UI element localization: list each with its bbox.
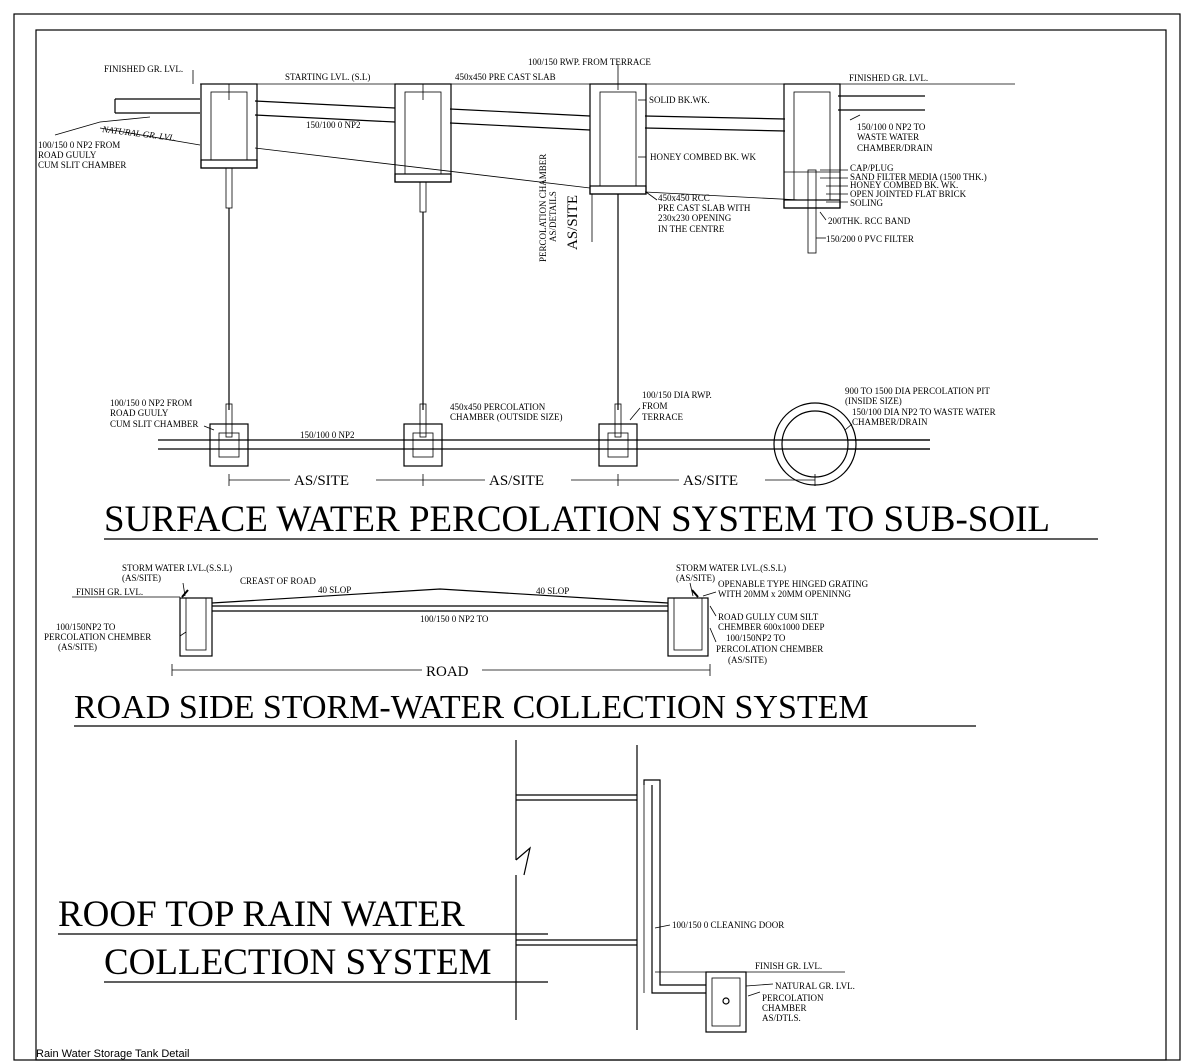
road-np2-left-2: PERCOLATION CHEMBER bbox=[44, 632, 151, 642]
road-dim: ROAD bbox=[426, 664, 469, 680]
roof-labels: 100/150 0 CLEANING DOOR FINISH GR. LVL. … bbox=[672, 920, 855, 1023]
label-waste-1: 150/100 0 NP2 TO bbox=[857, 122, 926, 132]
plan-label-np2-from-2: ROAD GUULY bbox=[110, 408, 169, 418]
label-starting-lvl: STARTING LVL. (S.L) bbox=[285, 72, 370, 82]
road-slop-left: 40 SLOP bbox=[318, 585, 351, 595]
surface-section-drawing bbox=[54, 64, 1015, 410]
road-drawing bbox=[72, 582, 717, 677]
label-rcc-2: PRE CAST SLAB WITH bbox=[658, 203, 751, 213]
label-rwp-terrace: 100/150 RWP. FROM TERRACE bbox=[528, 57, 651, 67]
roof-cleaning-door: 100/150 0 CLEANING DOOR bbox=[672, 920, 784, 930]
label-rcc-1: 450x450 RCC bbox=[658, 193, 710, 203]
label-waste-2: WASTE WATER bbox=[857, 132, 919, 142]
road-labels: STORM WATER LVL.(S.S.L) (AS/SITE) CREAST… bbox=[44, 563, 869, 680]
road-gully-1: ROAD GULLY CUM SILT bbox=[718, 612, 819, 622]
road-np2-left-3: (AS/SITE) bbox=[58, 642, 97, 652]
road-np2-center: 100/150 0 NP2 TO bbox=[420, 614, 489, 624]
inner-border bbox=[35, 29, 1167, 1061]
road-gully-2: CHEMBER 600x1000 DEEP bbox=[718, 622, 825, 632]
road-np2-right-3: (AS/SITE) bbox=[728, 655, 767, 665]
roof-perc-3: AS/DTLS. bbox=[762, 1013, 801, 1023]
plan-label-pit-4: CHAMBER/DRAIN bbox=[852, 417, 928, 427]
plan-label-np2-from-1: 100/150 0 NP2 FROM bbox=[110, 398, 192, 408]
road-crest: CREAST OF ROAD bbox=[240, 576, 316, 586]
surface-plan-drawing bbox=[158, 402, 930, 486]
road-slop-right: 40 SLOP bbox=[536, 586, 569, 596]
road-grating-2: WITH 20MM x 20MM OPENINNG bbox=[718, 589, 851, 599]
road-np2-left-1: 100/150NP2 TO bbox=[56, 622, 116, 632]
plan-label-np2-mid: 150/100 0 NP2 bbox=[300, 430, 355, 440]
road-finish-gr: FINISH GR. LVL. bbox=[76, 587, 143, 597]
surface-section-labels: FINISHED GR. LVL. STARTING LVL. (S.L) 45… bbox=[38, 57, 987, 262]
road-title: ROAD SIDE STORM-WATER COLLECTION SYSTEM bbox=[74, 689, 869, 726]
plan-label-np2-from-3: CUM SLIT CHAMBER bbox=[110, 419, 198, 429]
plan-label-pit-2: (INSIDE SIZE) bbox=[845, 396, 902, 406]
label-np2-mid: 150/100 0 NP2 bbox=[306, 120, 361, 130]
label-perc-chamber-2: AS/DETAILS bbox=[548, 191, 558, 242]
road-ssl-left-1: STORM WATER LVL.(S.S.L) bbox=[122, 563, 232, 573]
label-finished-gr-right: FINISHED GR. LVL. bbox=[849, 73, 928, 83]
roof-finish-gr: FINISH GR. LVL. bbox=[755, 961, 822, 971]
road-grating-1: OPENABLE TYPE HINGED GRATING bbox=[718, 579, 869, 589]
label-rcc-band: 200THK. RCC BAND bbox=[828, 216, 911, 226]
plan-dim-2: AS/SITE bbox=[489, 473, 544, 489]
label-honey-bkwk: HONEY COMBED BK. WK bbox=[650, 152, 757, 162]
label-np2-from-1: 100/150 0 NP2 FROM bbox=[38, 140, 120, 150]
label-rcc-3: 230x230 OPENING bbox=[658, 213, 732, 223]
roof-perc-2: CHAMBER bbox=[762, 1003, 807, 1013]
roof-natural-gr: NATURAL GR. LVL. bbox=[775, 981, 855, 991]
roof-perc-1: PERCOLATION bbox=[762, 993, 824, 1003]
road-ssl-right-1: STORM WATER LVL.(S.S.L) bbox=[676, 563, 786, 573]
plan-label-rwp-3: TERRACE bbox=[642, 412, 684, 422]
road-ssl-left-2: (AS/SITE) bbox=[122, 573, 161, 583]
label-cap-plug: CAP/PLUG bbox=[850, 163, 894, 173]
label-np2-from-2: ROAD GUULY bbox=[38, 150, 97, 160]
roof-title-line-2: COLLECTION SYSTEM bbox=[104, 942, 491, 983]
label-honey-bkwk2: HONEY COMBED BK. WK. bbox=[850, 180, 958, 190]
footer-caption: Rain Water Storage Tank Detail bbox=[36, 1048, 189, 1060]
plan-label-chamber-2: CHAMBER (OUTSIDE SIZE) bbox=[450, 412, 563, 422]
roof-drawing bbox=[515, 740, 845, 1033]
road-np2-right-1: 100/150NP2 TO bbox=[726, 633, 786, 643]
surface-plan-labels: 100/150 0 NP2 FROM ROAD GUULY CUM SLIT C… bbox=[110, 386, 996, 489]
roof-title-line-1: ROOF TOP RAIN WATER bbox=[58, 894, 465, 935]
label-np2-from-3: CUM SLIT CHAMBER bbox=[38, 160, 126, 170]
label-sand-filter: SAND FILTER MEDIA (1500 THK.) bbox=[850, 172, 987, 182]
label-open-jointed: OPEN JOINTED FLAT BRICK bbox=[850, 189, 967, 199]
label-rcc-4: IN THE CENTRE bbox=[658, 224, 725, 234]
label-soling: SOLING bbox=[850, 198, 883, 208]
label-precast-slab: 450x450 PRE CAST SLAB bbox=[455, 72, 556, 82]
plan-label-rwp-2: FROM bbox=[642, 401, 668, 411]
plan-label-chamber-1: 450x450 PERCOLATION bbox=[450, 402, 546, 412]
road-np2-right-2: PERCOLATION CHEMBER bbox=[716, 644, 823, 654]
label-as-site-vertical: AS/SITE bbox=[565, 195, 581, 250]
plan-label-pit-3: 150/100 DIA NP2 TO WASTE WATER bbox=[852, 407, 996, 417]
plan-label-rwp-1: 100/150 DIA RWP. bbox=[642, 390, 712, 400]
plan-dim-1: AS/SITE bbox=[294, 473, 349, 489]
label-perc-chamber-1: PERCOLATION CHAMBER bbox=[538, 154, 548, 262]
road-ssl-right-2: (AS/SITE) bbox=[676, 573, 715, 583]
surface-title: SURFACE WATER PERCOLATION SYSTEM TO SUB-… bbox=[104, 499, 1050, 540]
label-pvc-filter: 150/200 0 PVC FILTER bbox=[826, 234, 914, 244]
plan-label-pit-1: 900 TO 1500 DIA PERCOLATION PIT bbox=[845, 386, 990, 396]
label-finished-gr-left: FINISHED GR. LVL. bbox=[104, 64, 183, 74]
label-solid-bkwk: SOLID BK.WK. bbox=[649, 95, 710, 105]
label-waste-3: CHAMBER/DRAIN bbox=[857, 143, 933, 153]
plan-dim-3: AS/SITE bbox=[683, 473, 738, 489]
